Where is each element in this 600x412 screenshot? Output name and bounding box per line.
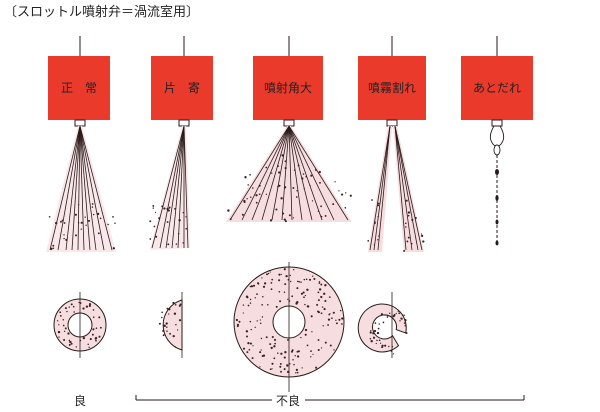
nozzle-box-normal [48,56,110,120]
box-label-split: 噴霧割れ [368,80,416,95]
box-label-wide-angle: 噴射角大 [264,80,312,95]
nozzle-box-split [358,56,426,120]
injector-split: 噴霧割れ [358,36,426,127]
diagram-title: 〔スロットル噴射弁＝渦流室用〕 [4,4,199,20]
spray-plumes [46,125,505,252]
injector-wide-angle: 噴射角大 [253,36,323,127]
nozzle-tip-wide-angle [283,119,295,127]
nozzle-tip-split [386,119,398,127]
injector-dribble: あとだれ [461,36,533,127]
box-label-one-sided: 片 寄 [164,80,200,95]
nozzle-box-one-sided [151,56,213,120]
cross-section-normal [53,292,107,358]
spray-dribble [489,125,505,246]
spray-wide-angle [226,125,352,222]
box-label-normal: 正 常 [61,81,97,95]
spray-one-sided [150,125,190,250]
nozzle-tip-one-sided [178,119,190,127]
spray-split [368,125,424,252]
rating-bad: 不良 [276,393,300,408]
cross-section-split [357,292,407,358]
cross-section-one-sided [162,292,183,358]
rating-good: 良 [74,393,86,408]
injector-boxes: 正 常 片 寄 噴射角大 噴霧割れ あとだれ [48,36,533,127]
injector-normal: 正 常 [48,36,110,127]
nozzle-tip-normal [74,119,86,127]
nozzle-box-wide-angle [253,56,323,120]
box-label-dribble: あとだれ [473,81,521,95]
nozzle-box-dribble [461,56,533,120]
cross-sections [53,262,408,392]
rating-labels: 良 不良 [74,393,525,408]
injector-one-sided: 片 寄 [151,36,213,127]
spray-normal [46,125,116,252]
nozzle-tip-dribble [491,119,503,127]
